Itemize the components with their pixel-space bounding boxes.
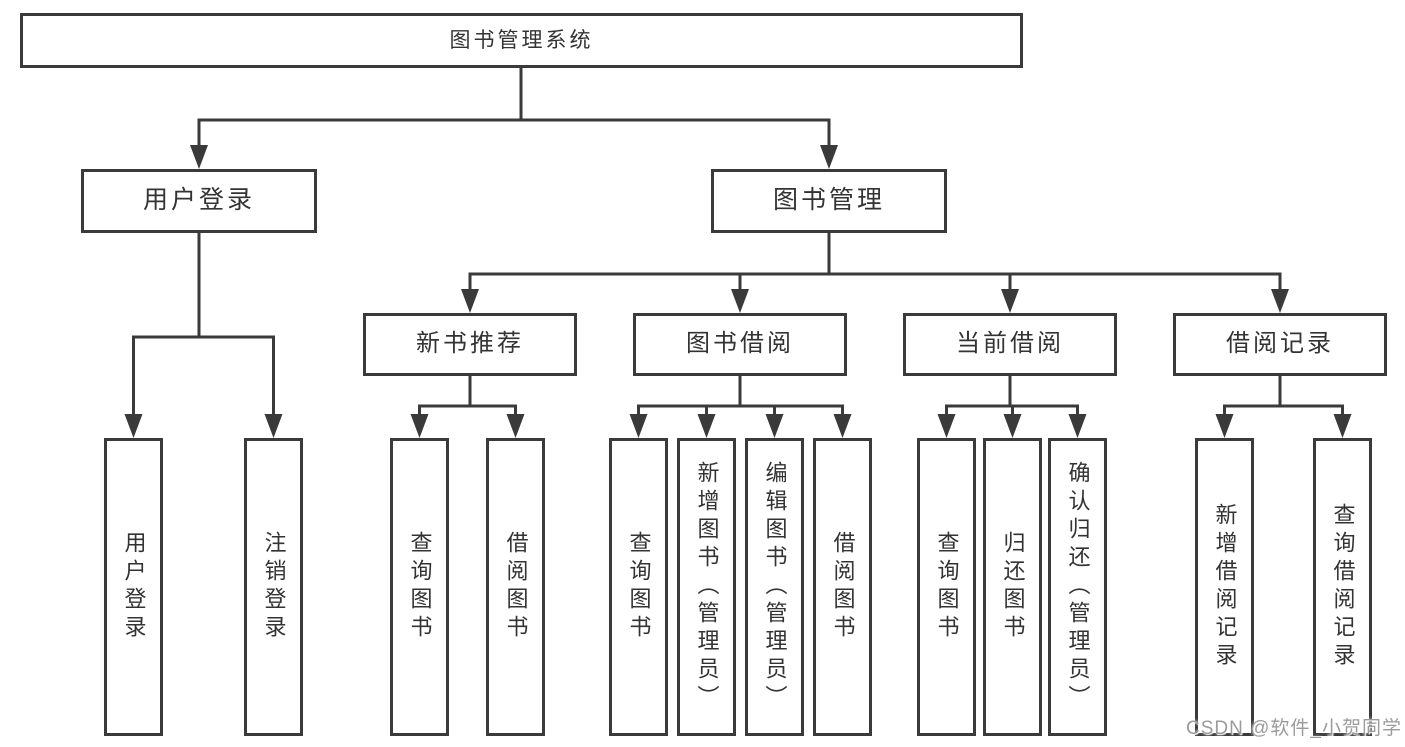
leaf-add-borrow-record: 新增借阅记录 xyxy=(1195,438,1254,736)
leaf-query-books-current: 查询图书 xyxy=(917,438,976,736)
leaf-confirm-return-admin: 确认归还（管理员） xyxy=(1048,438,1107,736)
leaf-query-borrow-record: 查询借阅记录 xyxy=(1313,438,1372,736)
csdn-watermark: CSDN @软件_小贺同学 xyxy=(1186,718,1402,739)
node-new-book-recommendation: 新书推荐 xyxy=(363,313,577,376)
node-root: 图书管理系统 xyxy=(20,13,1023,68)
node-book-management: 图书管理 xyxy=(711,169,947,233)
leaf-logout: 注销登录 xyxy=(244,438,303,736)
leaf-add-books-admin: 新增图书（管理员） xyxy=(677,438,736,736)
leaf-edit-books-admin: 编辑图书（管理员） xyxy=(745,438,804,736)
node-user-login: 用户登录 xyxy=(81,169,317,233)
leaf-return-books: 归还图书 xyxy=(983,438,1042,736)
leaf-query-books-recommend: 查询图书 xyxy=(390,438,449,736)
node-book-borrowing: 图书借阅 xyxy=(633,313,847,376)
leaf-borrow-books-borrowing: 借阅图书 xyxy=(813,438,872,736)
leaf-query-books-borrowing: 查询图书 xyxy=(609,438,668,736)
leaf-borrow-books-recommend: 借阅图书 xyxy=(486,438,545,736)
node-borrowing-records: 借阅记录 xyxy=(1173,313,1387,376)
node-current-borrowing: 当前借阅 xyxy=(903,313,1117,376)
leaf-user-login: 用户登录 xyxy=(104,438,163,736)
